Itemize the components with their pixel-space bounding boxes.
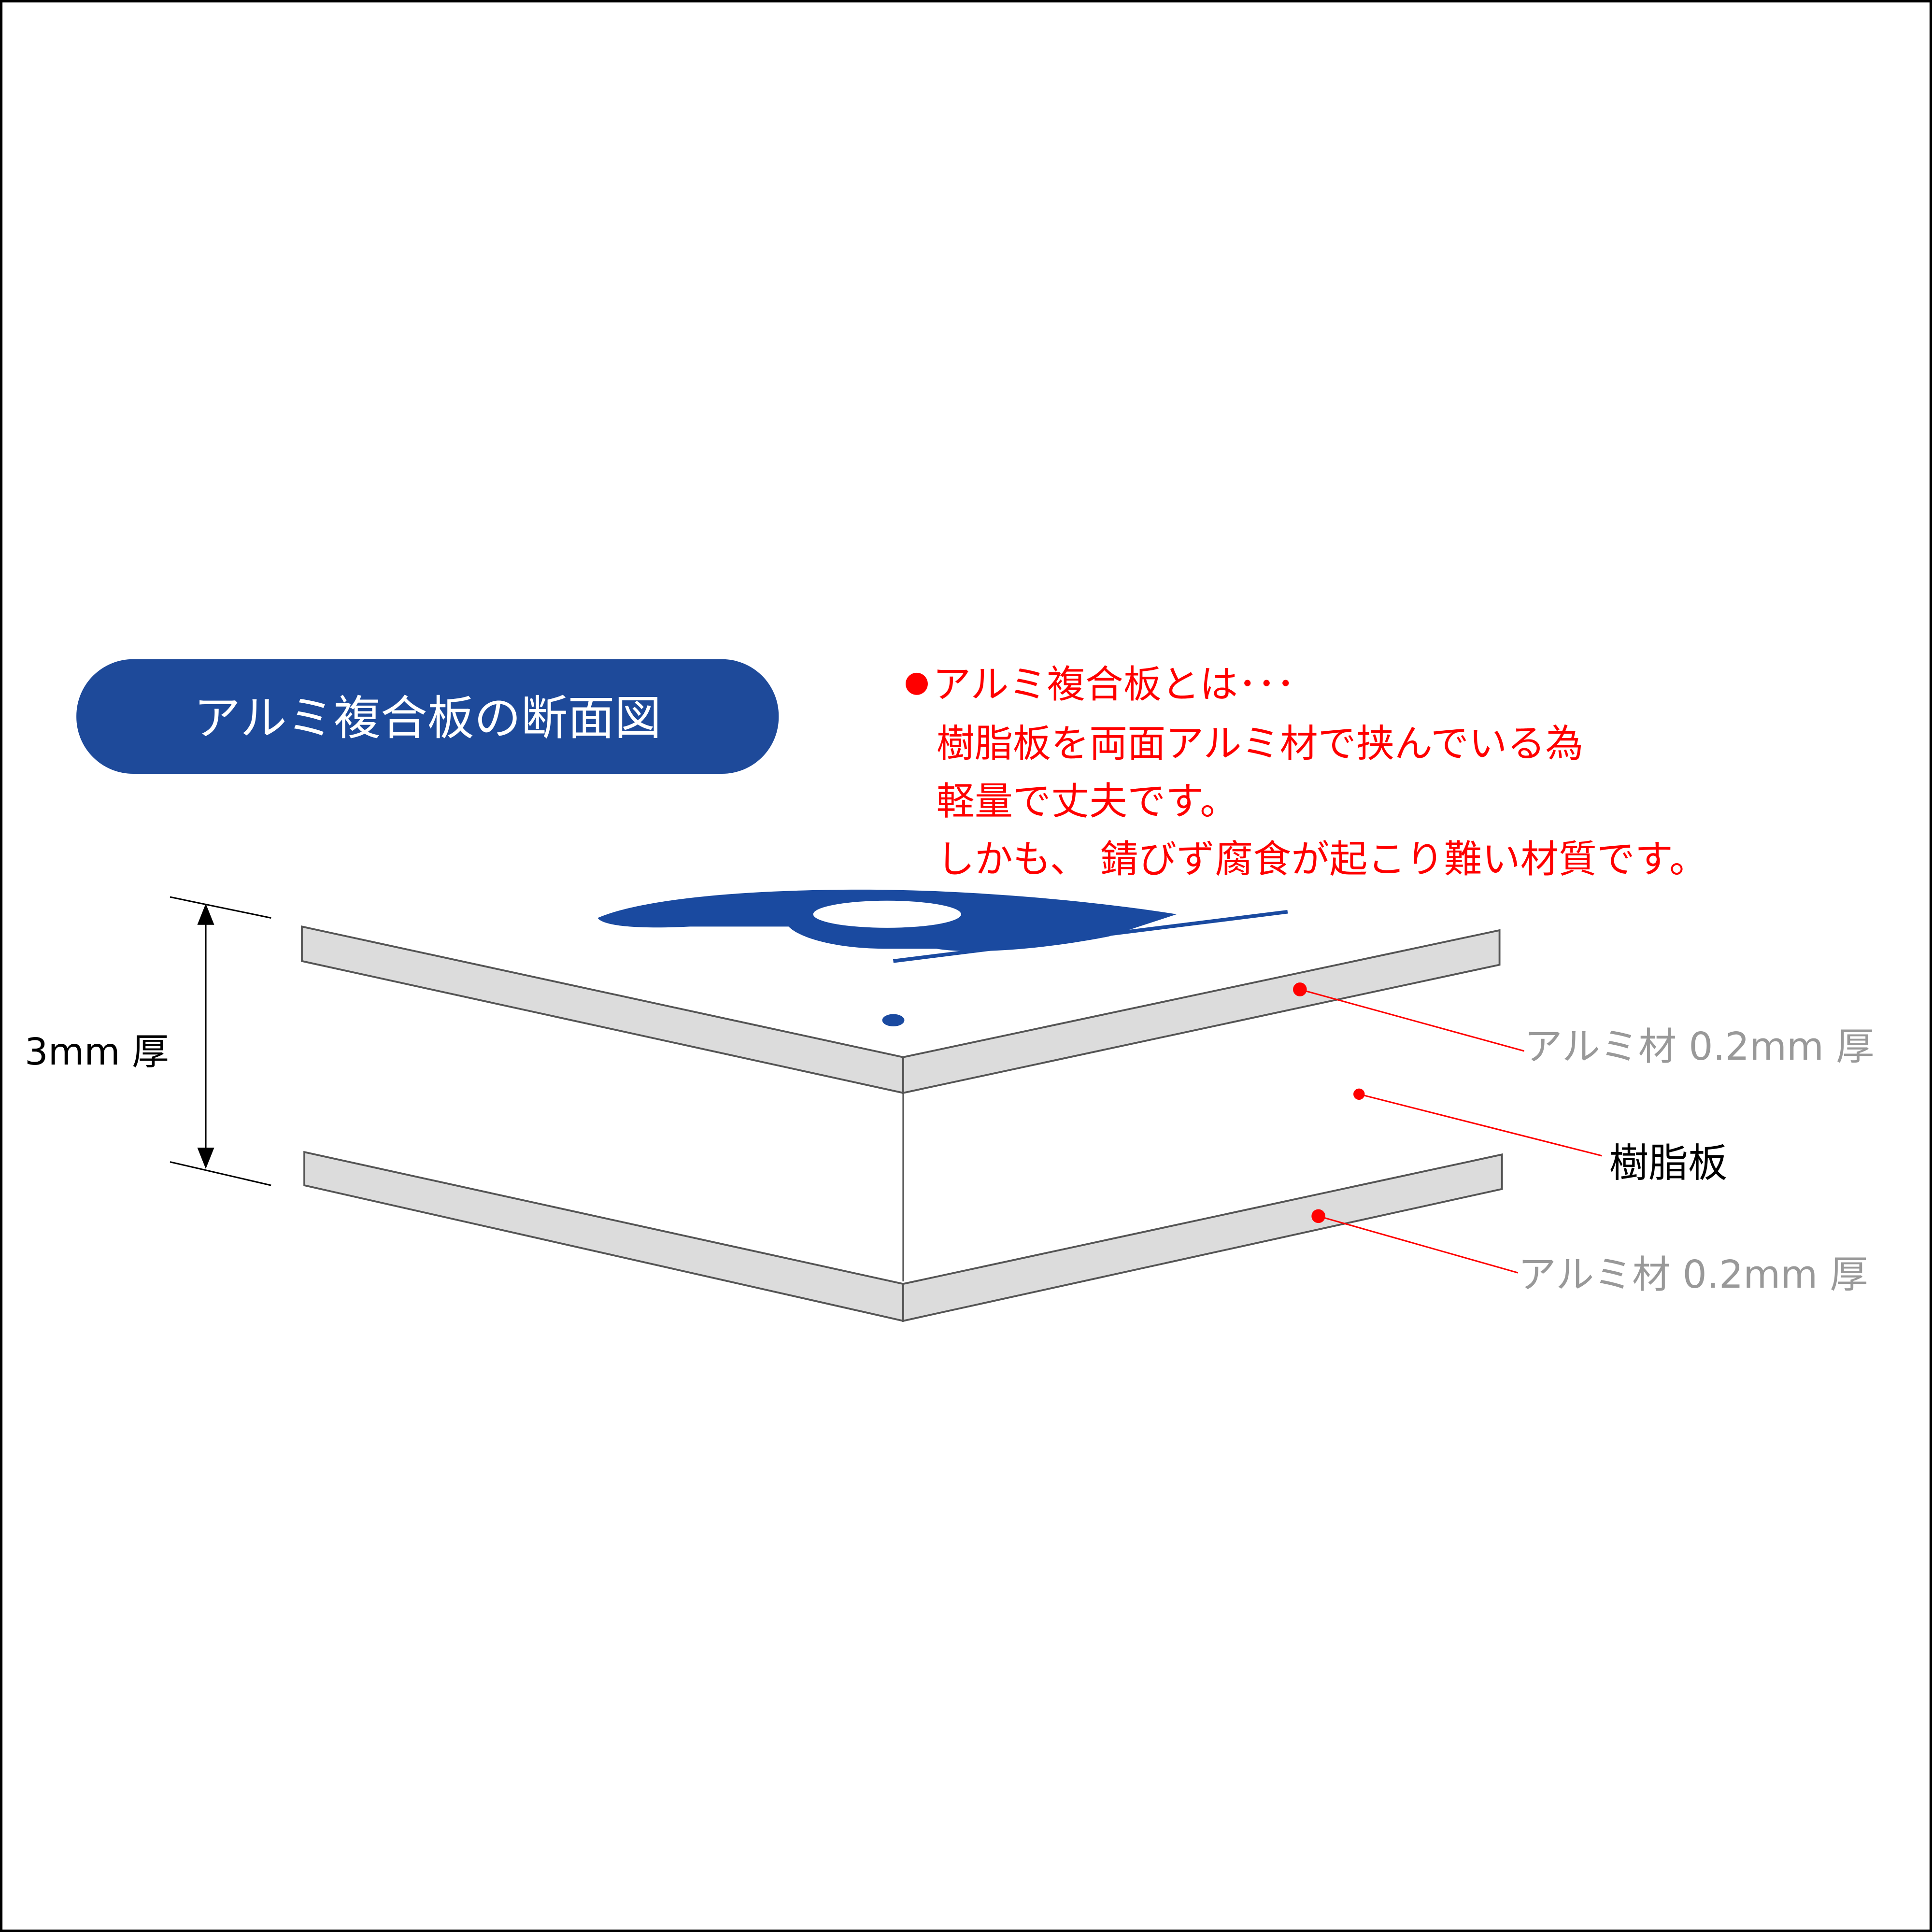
leader-lines (1293, 982, 1602, 1274)
description-line: 軽量で丈夫です。 (937, 779, 1238, 824)
bullet-icon (906, 672, 928, 695)
description-line: 樹脂板を両面アルミ材で挟んでいる為 (937, 721, 1584, 766)
thickness-label: 3mm 厚 (25, 1031, 169, 1074)
leader-dot (1311, 1209, 1325, 1223)
description-line: アルミ複合板とは･･･ (933, 662, 1295, 707)
leader-dot (1293, 982, 1307, 996)
description-line: しかも、 錆びず腐食が起こり難い材質です。 (937, 837, 1707, 881)
layer-label-bottom-aluminum: アルミ材 0.2mm 厚 (1518, 1252, 1868, 1297)
description: アルミ複合板とは･･･ 樹脂板を両面アルミ材で挟んでいる為 軽量で丈夫です。 し… (906, 662, 1707, 881)
bottom-aluminum-sheet (303, 1151, 1503, 1322)
layer-label-resin: 樹脂板 (1609, 1140, 1728, 1186)
layer-label-top-aluminum: アルミ材 0.2mm 厚 (1524, 1024, 1875, 1069)
thickness-dimension (170, 896, 271, 1186)
title-badge: アルミ複合板の断面図 (76, 659, 779, 774)
title-text: アルミ複合板の断面図 (194, 691, 661, 745)
logo-mark (597, 889, 1288, 1026)
leader-dot (1353, 1088, 1365, 1100)
